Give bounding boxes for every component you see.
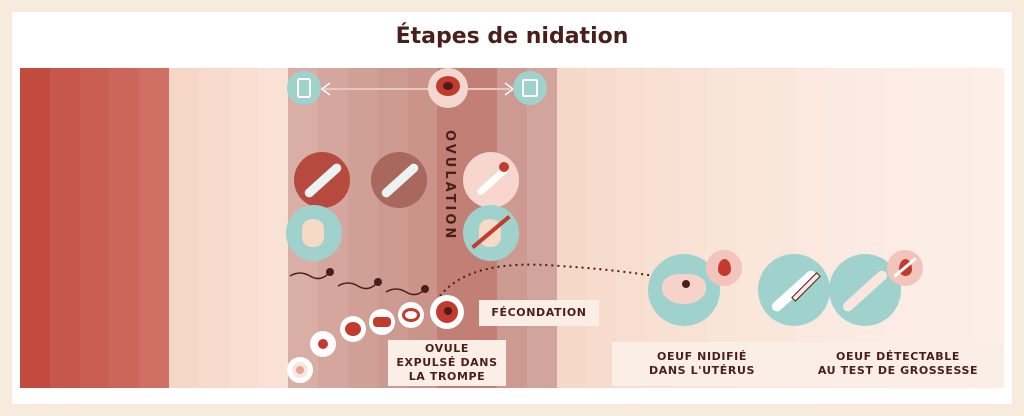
cycle-day-20 bbox=[586, 68, 617, 388]
ovum-icon bbox=[340, 316, 366, 342]
cycle-day-29 bbox=[854, 68, 885, 388]
cycle-day-23 bbox=[675, 68, 706, 388]
cycle-day-1 bbox=[20, 68, 50, 388]
cycle-day-27 bbox=[795, 68, 825, 388]
range-arrow bbox=[325, 88, 510, 90]
ovulation-label: OVULATION bbox=[442, 130, 457, 242]
cycle-day-24 bbox=[705, 68, 736, 388]
cycle-day-8 bbox=[228, 68, 259, 388]
cycle-day-7 bbox=[198, 68, 229, 388]
syringe-icon bbox=[786, 266, 826, 306]
cycle-day-18 bbox=[526, 68, 557, 388]
cycle-day-2 bbox=[49, 68, 80, 388]
oeuf-detectable-label: OEUF DÉTECTABLE AU TEST DE GROSSESSE bbox=[792, 342, 1004, 386]
cycle-day-15 bbox=[437, 68, 468, 388]
cycle-day-22 bbox=[646, 68, 676, 388]
ovule-label: OVULE EXPULSÉ DANS LA TROMPE bbox=[388, 340, 506, 386]
sperm-icon bbox=[289, 263, 711, 297]
cycle-day-19 bbox=[556, 68, 587, 388]
blood-drop-icon bbox=[706, 250, 742, 286]
no-cervical-mucus-icon bbox=[463, 205, 519, 261]
cycle-day-9 bbox=[258, 68, 289, 388]
cycle-day-32 bbox=[944, 68, 974, 388]
fertility-flower-icon bbox=[428, 68, 468, 108]
cycle-day-21 bbox=[616, 68, 647, 388]
ovum-icon bbox=[287, 357, 313, 383]
phone-app-icon bbox=[287, 71, 321, 105]
calendar-icon bbox=[513, 71, 547, 105]
oeuf-nidifie-label: OEUF NIDIFIÉ DANS L'UTÉRUS bbox=[612, 342, 792, 386]
ovum-icon bbox=[398, 302, 424, 328]
thermometer-icon bbox=[463, 152, 519, 208]
ovum-icon bbox=[369, 309, 395, 335]
fertilized-egg-icon bbox=[430, 295, 464, 329]
no-blood-icon bbox=[887, 250, 923, 286]
cycle-day-4 bbox=[109, 68, 140, 388]
cycle-day-14 bbox=[407, 68, 438, 388]
cycle-day-28 bbox=[824, 68, 855, 388]
cycle-day-25 bbox=[735, 68, 766, 388]
cycle-day-30 bbox=[884, 68, 915, 388]
cycle-day-26 bbox=[765, 68, 796, 388]
ovum-icon bbox=[310, 331, 336, 357]
fecondation-label: FÉCONDATION bbox=[479, 300, 599, 326]
page-title: Étapes de nidation bbox=[395, 24, 629, 49]
cycle-day-6 bbox=[169, 68, 199, 388]
cycle-day-31 bbox=[914, 68, 945, 388]
cycle-day-33 bbox=[974, 68, 1004, 388]
ovulation-test-icon bbox=[294, 152, 350, 208]
cycle-day-5 bbox=[139, 68, 170, 388]
ovulation-test-icon bbox=[371, 152, 427, 208]
pregnancy-test-icon bbox=[758, 254, 830, 326]
cycle-day-3 bbox=[79, 68, 110, 388]
cervical-mucus-icon bbox=[286, 205, 342, 261]
